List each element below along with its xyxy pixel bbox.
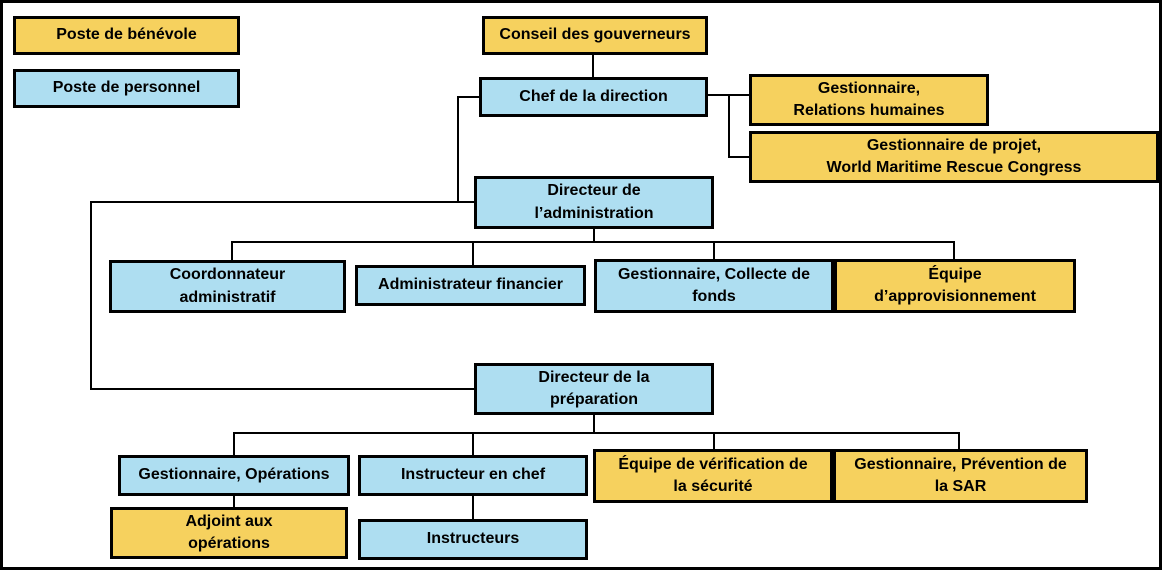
node-directeur-administration: Directeur de l’administration: [474, 176, 714, 229]
connector-drop-coord: [231, 241, 233, 262]
node-label: Gestionnaire de projet, World Maritime R…: [826, 136, 1082, 176]
connector-dir-prep-stub: [593, 414, 595, 434]
node-label: Adjoint aux opérations: [185, 512, 273, 552]
connector-drop-verif: [713, 432, 715, 451]
connector-drop-collecte: [713, 241, 715, 261]
node-label: Directeur de la préparation: [538, 368, 650, 408]
node-gestionnaire-prevention-sar: Gestionnaire, Prévention de la SAR: [833, 449, 1088, 503]
connector-chef-right-vertical: [728, 94, 730, 158]
node-label: Instructeurs: [426, 530, 520, 548]
node-chef-de-la-direction: Chef de la direction: [479, 77, 708, 117]
legend-volunteer-label: Poste de bénévole: [56, 26, 197, 44]
node-instructeur-en-chef: Instructeur en chef: [358, 455, 588, 496]
node-label: Instructeur en chef: [400, 466, 546, 484]
node-label: Gestionnaire, Collecte de fonds: [617, 265, 811, 305]
node-administrateur-financier: Administrateur financier: [355, 265, 586, 306]
node-coordonnateur-administratif: Coordonnateur administratif: [109, 260, 346, 313]
node-conseil-des-gouverneurs: Conseil des gouverneurs: [482, 16, 708, 55]
node-label: Directeur de l’administration: [534, 182, 654, 222]
node-label: Gestionnaire, Opérations: [138, 466, 330, 484]
node-label: Coordonnateur administratif: [169, 266, 286, 306]
node-gestionnaire-de-projet-wmrc: Gestionnaire de projet, World Maritime R…: [749, 131, 1159, 183]
node-label: Équipe de vérification de la sécurité: [618, 455, 808, 495]
connector-gest-op-adjoint: [233, 494, 235, 509]
legend-staff-box: Poste de personnel: [13, 69, 240, 108]
node-adjoint-aux-operations: Adjoint aux opérations: [110, 507, 348, 559]
connector-drop-prevention: [958, 432, 960, 451]
connector-instr-chef-instructeurs: [472, 494, 474, 521]
legend-volunteer-box: Poste de bénévole: [13, 16, 240, 55]
connector-prep-row-horizontal: [233, 432, 959, 434]
node-label: Équipe d’approvisionnement: [874, 265, 1036, 305]
legend-staff-label: Poste de personnel: [52, 79, 201, 97]
node-gestionnaire-relations-humaines: Gestionnaire, Relations humaines: [749, 74, 989, 126]
connector-dir-admin-stub: [593, 228, 595, 243]
connector-admin-row-horizontal: [231, 241, 955, 243]
connector-drop-appro: [953, 241, 955, 261]
connector-to-dir-admin: [91, 201, 475, 203]
connector-chef-left-vertical: [457, 96, 459, 203]
node-label: Gestionnaire, Relations humaines: [793, 79, 945, 119]
node-instructeurs: Instructeurs: [358, 519, 588, 560]
connector-left-long-vertical: [90, 201, 92, 390]
node-label: Chef de la direction: [519, 87, 668, 105]
connector-chef-left-stub: [458, 96, 480, 98]
connector-chef-projet: [728, 156, 749, 158]
node-directeur-preparation: Directeur de la préparation: [474, 363, 714, 415]
connector-drop-gest-op: [233, 432, 235, 457]
connector-to-dir-prep: [91, 388, 475, 390]
connector-conseil-chef: [592, 53, 594, 78]
node-gestionnaire-operations: Gestionnaire, Opérations: [118, 455, 350, 496]
connector-drop-admin-fin: [472, 241, 474, 267]
connector-chef-rh: [706, 94, 749, 96]
node-equipe-approvisionnement: Équipe d’approvisionnement: [834, 259, 1076, 313]
node-label: Administrateur financier: [378, 276, 563, 294]
node-label: Gestionnaire, Prévention de la SAR: [854, 455, 1067, 495]
node-equipe-verification-securite: Équipe de vérification de la sécurité: [593, 449, 833, 503]
connector-drop-instr-chef: [472, 432, 474, 457]
node-gestionnaire-collecte-de-fonds: Gestionnaire, Collecte de fonds: [594, 259, 834, 313]
node-label: Conseil des gouverneurs: [499, 26, 691, 44]
